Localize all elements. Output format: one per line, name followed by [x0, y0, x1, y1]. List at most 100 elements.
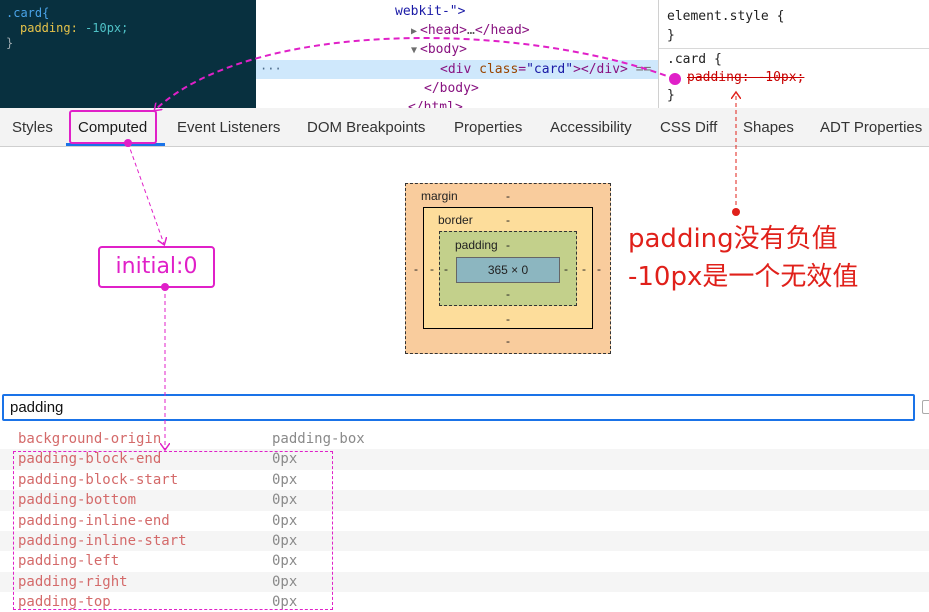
box-model-padding[interactable]: padding - - - - 365 × 0 [439, 231, 577, 306]
padding-bottom-value: - [506, 287, 510, 301]
show-all-checkbox[interactable] [922, 400, 929, 414]
tab-shapes[interactable]: Shapes [743, 119, 794, 136]
border-top-value: - [506, 213, 510, 227]
property-name: padding-left [18, 553, 120, 570]
property-row[interactable]: padding-inline-start 0px [0, 530, 929, 552]
doctype-text: webkit-"> [395, 4, 466, 19]
code-editor[interactable]: .card{ padding: -10px; } [0, 0, 256, 108]
annotation-note-line2: -10px是一个无效值 [628, 262, 859, 292]
body-open-tag: <body> [420, 42, 467, 57]
property-row[interactable]: padding-block-end 0px [0, 449, 929, 470]
property-row[interactable]: padding-right 0px [0, 571, 929, 593]
property-value: 0px [272, 451, 298, 468]
property-name: padding-bottom [18, 492, 137, 509]
margin-bottom-value: - [506, 334, 510, 348]
property-name: padding-inline-end [18, 512, 170, 529]
editor-colon: : [70, 21, 78, 35]
editor-close-brace: } [6, 36, 14, 50]
border-right-value: - [582, 262, 586, 276]
styles-pane: element.style { } .card { padding: -10px… [658, 0, 929, 108]
expand-triangle-icon[interactable]: ▶ [411, 26, 418, 37]
margin-left-value: - [414, 262, 418, 276]
property-value: 0px [272, 512, 298, 529]
collapse-triangle-icon[interactable]: ▼ [411, 45, 418, 56]
tab-accessibility[interactable]: Accessibility [550, 119, 632, 136]
tab-properties[interactable]: Properties [454, 119, 523, 136]
tab-dom-breakpoints[interactable]: DOM Breakpoints [307, 119, 426, 136]
padding-right-value: - [564, 262, 568, 276]
div-class-attr: class [479, 62, 519, 77]
property-value: 0px [272, 471, 298, 488]
property-value: 0px [272, 492, 298, 509]
div-class-value: "card" [526, 62, 574, 77]
head-open-tag: <head> [420, 23, 467, 38]
attr-equals: = [518, 62, 527, 77]
property-row[interactable]: background-origin padding-box [0, 429, 929, 449]
margin-label: margin [421, 189, 458, 203]
doctype-line: webkit-"> [395, 2, 465, 21]
padding-left-value: - [444, 262, 448, 276]
tab-event-listeners[interactable]: Event Listeners [177, 119, 281, 136]
annotation-initial-label: initial:0 [98, 246, 215, 288]
padding-top-value: - [506, 238, 510, 252]
property-value: 0px [272, 573, 298, 590]
card-selector: .card { [667, 52, 722, 67]
arrow-to-initial [127, 142, 164, 244]
border-left-value: - [430, 262, 434, 276]
body-node[interactable]: ▼<body> [411, 40, 467, 59]
element-style-rule[interactable]: element.style { } [667, 7, 784, 45]
annotation-highlight-computed [69, 110, 157, 144]
element-style-selector: element.style { [667, 9, 785, 24]
border-label: border [438, 213, 473, 227]
elements-panel: ··· webkit-"> ▶<head>…</head> ▼<body> <d… [256, 0, 658, 108]
body-close-tag: </body> [424, 81, 479, 96]
margin-top-value: - [506, 189, 510, 203]
annotation-note-line1: padding没有负值 [628, 224, 838, 254]
card-rule[interactable]: .card { padding: -10px; } [667, 51, 804, 105]
property-name: background-origin [18, 431, 162, 447]
property-name: padding-block-end [18, 451, 162, 468]
property-name: padding-block-start [18, 471, 179, 488]
tab-styles[interactable]: Styles [12, 119, 53, 136]
html-close-node: </html> [408, 98, 463, 108]
tab-css-diff[interactable]: CSS Diff [660, 119, 718, 136]
box-model-margin[interactable]: margin - - - - border - - - - padding - … [405, 183, 611, 354]
property-value: 0px [272, 532, 298, 549]
invalid-padding-declaration[interactable]: padding: -10px; [687, 70, 805, 85]
property-value: padding-box [272, 431, 365, 447]
card-close: } [667, 88, 675, 103]
active-tab-indicator [66, 143, 165, 146]
editor-declaration: padding: -10px; [6, 21, 250, 36]
margin-right-value: - [597, 262, 601, 276]
div-card-node[interactable]: <div class="card"></div> == [440, 60, 651, 79]
tab-adt-properties[interactable]: ADT Properties [820, 119, 923, 136]
editor-property: padding [20, 21, 71, 35]
property-name: padding-right [18, 573, 128, 590]
div-close-tag: ></div> [573, 62, 628, 77]
element-style-close: } [667, 28, 675, 43]
head-ellipsis: … [467, 23, 475, 38]
tab-computed[interactable]: Computed [78, 119, 148, 136]
property-name: padding-top [18, 594, 111, 611]
border-bottom-value: - [506, 312, 510, 326]
property-row[interactable]: padding-top 0px [0, 592, 929, 612]
property-row[interactable]: padding-block-start 0px [0, 470, 929, 490]
note-dot [732, 208, 740, 216]
computed-filter-input[interactable]: padding [2, 394, 915, 421]
property-value: 0px [272, 594, 298, 611]
box-model-border[interactable]: border - - - - padding - - - - 365 × 0 [423, 207, 593, 329]
annotation-padding-rows-box [13, 451, 333, 610]
property-row[interactable]: padding-bottom 0px [0, 490, 929, 511]
property-name: padding-inline-start [18, 532, 187, 549]
editor-selector: .card{ [6, 6, 50, 20]
head-close-tag: </head> [474, 23, 530, 38]
property-row[interactable]: padding-inline-end 0px [0, 511, 929, 531]
box-model-content[interactable]: 365 × 0 [456, 257, 560, 283]
dollar-zero-marker: == [627, 62, 652, 77]
node-ellipsis-icon[interactable]: ··· [260, 62, 282, 76]
padding-label: padding [455, 238, 498, 252]
sidebar-tab-bar: Styles Computed Event Listeners DOM Brea… [0, 108, 929, 147]
head-node[interactable]: ▶<head>…</head> [411, 21, 530, 40]
